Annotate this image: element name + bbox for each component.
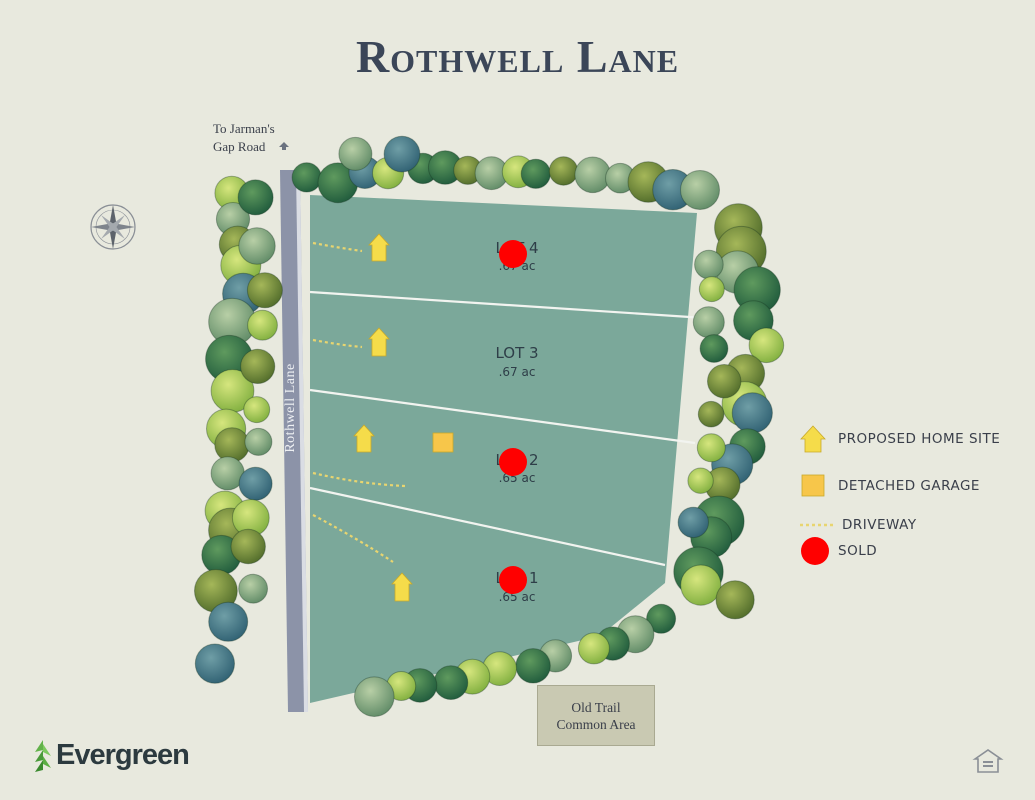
tree-icon (748, 327, 785, 364)
tree-icon (707, 364, 742, 399)
sold-marker-lot-1 (499, 566, 527, 594)
tree-icon (208, 601, 249, 642)
tree-icon (230, 528, 266, 565)
driveways (312, 241, 406, 563)
lot-3-size: .67 ac (499, 365, 536, 379)
tree-icon (692, 306, 725, 339)
driveway-icon (800, 523, 836, 527)
tree-icon (697, 400, 725, 428)
tree-icon (433, 665, 469, 700)
compass-rose-icon (90, 204, 136, 250)
common-area-label: Old Trail Common Area (537, 685, 655, 746)
tree-icon (574, 156, 612, 194)
tree-icon (699, 334, 729, 363)
sold-marker-lot-2 (499, 448, 527, 476)
tree-icon (243, 396, 271, 424)
tree-border (194, 135, 785, 718)
legend-sold: SOLD (800, 537, 877, 565)
tree-icon (244, 427, 273, 456)
tree-icon (677, 506, 709, 539)
tree-icon (515, 648, 551, 684)
legend-driveway: DRIVEWAY (800, 511, 917, 539)
tree-icon (715, 580, 755, 620)
lot-area (310, 195, 697, 703)
home-site-markers (353, 233, 413, 602)
home-site-icon (368, 327, 390, 357)
lot-1-size: .65 ac (499, 590, 536, 604)
legend-home-site: PROPOSED HOME SITE (800, 425, 1000, 453)
tree-icon (237, 179, 274, 216)
tree-icon (291, 162, 322, 193)
tree-icon (246, 272, 283, 309)
street-name-label: Rothwell Lane (283, 363, 298, 452)
tree-icon (194, 643, 235, 684)
home-site-icon (391, 572, 413, 602)
tree-icon (238, 573, 269, 604)
tree-icon (338, 136, 373, 171)
arrow-up-icon (279, 142, 289, 150)
evergreen-logo-icon (35, 740, 51, 772)
tree-icon (680, 564, 722, 606)
equal-housing-icon (972, 749, 1004, 773)
tree-icon (696, 433, 726, 463)
home-site-icon (353, 424, 375, 453)
legend-garage: DETACHED GARAGE (800, 472, 980, 500)
tree-icon (238, 466, 273, 501)
lot-3-name: LOT 3 (495, 344, 538, 362)
home-site-icon (800, 425, 826, 453)
tree-icon (247, 309, 278, 341)
sold-icon (801, 537, 829, 565)
lot-boundaries (309, 290, 706, 567)
garage-marker (432, 432, 454, 453)
home-site-icon (368, 233, 390, 262)
tree-icon (240, 348, 276, 384)
sold-marker-lot-4 (499, 240, 527, 268)
tree-icon (646, 603, 677, 634)
page-title: Rothwell Lane (355, 31, 680, 82)
tree-icon (731, 392, 773, 434)
tree-icon (680, 170, 720, 210)
tree-icon (520, 158, 551, 189)
tree-icon (694, 249, 724, 280)
road-direction-label: To Jarman's Gap Road (213, 121, 275, 154)
tree-icon (698, 276, 725, 303)
tree-icon (687, 467, 714, 494)
tree-icon (354, 676, 395, 718)
tree-icon (577, 632, 610, 665)
tree-icon (383, 135, 421, 173)
tree-icon (238, 227, 276, 265)
evergreen-logo: Evergreen (33, 738, 190, 772)
tree-icon (548, 156, 579, 186)
garage-icon (801, 474, 825, 497)
